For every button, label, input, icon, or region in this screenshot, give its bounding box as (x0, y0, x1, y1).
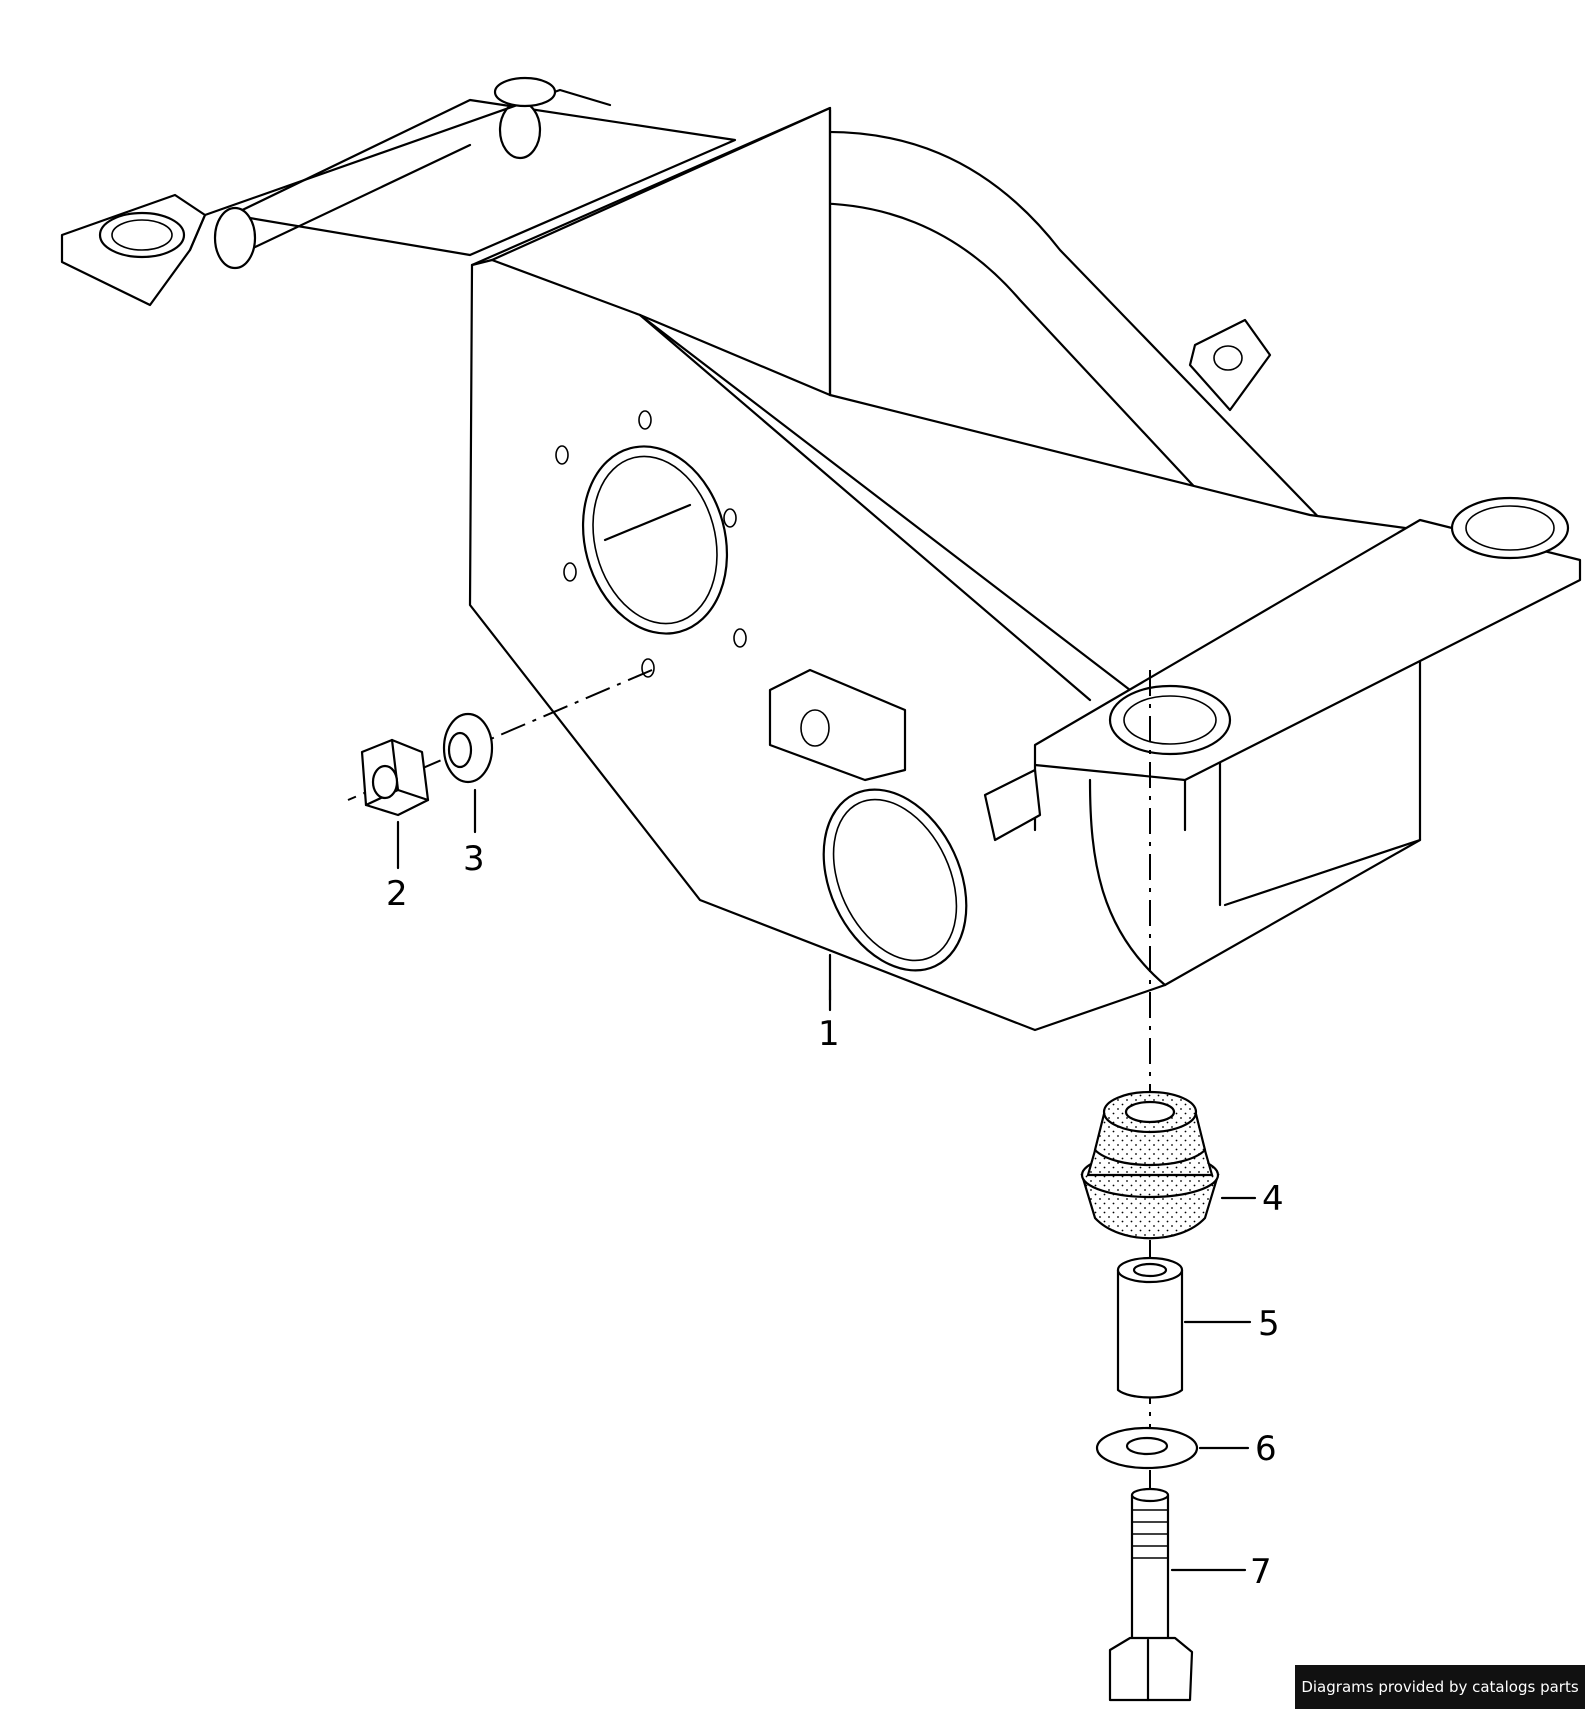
callout-7: 7 (1170, 1552, 1272, 1592)
spacer-sleeve-part-5 (1116, 1256, 1184, 1399)
diagram-credit-badge: Diagrams provided by catalogs parts (1295, 1665, 1585, 1709)
callout-2: 2 (386, 820, 408, 914)
rubber-mount-part-4 (1080, 1090, 1220, 1240)
callout-4: 4 (1220, 1179, 1284, 1219)
callout-5: 5 (1183, 1304, 1280, 1344)
flat-washer-part-6 (1095, 1426, 1199, 1470)
callout-label-5: 5 (1258, 1304, 1280, 1344)
hex-nut-part-2 (360, 738, 430, 817)
callout-label-4: 4 (1262, 1179, 1284, 1219)
callout-label-3: 3 (463, 839, 485, 879)
bolt-part-7 (1108, 1487, 1194, 1702)
callout-label-7: 7 (1250, 1552, 1272, 1592)
callout-label-1: 1 (818, 1014, 840, 1054)
callout-label-2: 2 (386, 874, 408, 914)
callout-1: 1 (818, 988, 840, 1054)
callout-label-6: 6 (1255, 1429, 1277, 1469)
callout-3: 3 (463, 788, 485, 879)
subframe-part-1 (60, 76, 1582, 1032)
callout-6: 6 (1198, 1429, 1277, 1469)
washer-part-3 (442, 712, 494, 784)
